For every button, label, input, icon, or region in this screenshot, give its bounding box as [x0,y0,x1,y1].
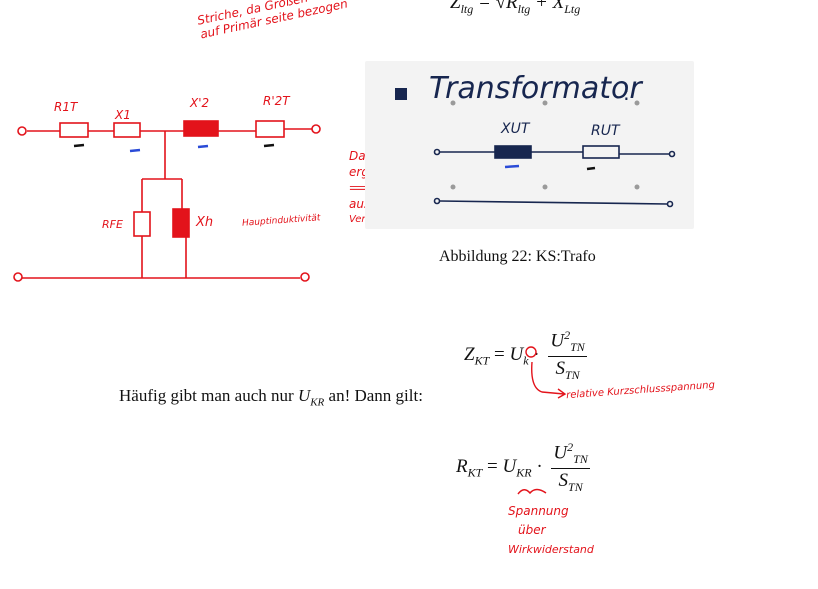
top-formula: Zltg = √Rltg + XLtg [450,0,581,17]
label-r1t: R1T [54,100,78,114]
photo-label-xut: XUT [501,121,530,137]
formula-zkt: ZKT = Uk · U2TN STN [464,328,587,382]
photo-label-rut: RUT [591,123,620,139]
circuit-diagram [13,120,321,282]
zkt-arrow [525,346,567,399]
inductor-x1 [113,122,141,138]
terminal-left-bottom [13,272,23,282]
terminal-right-bottom [300,272,310,282]
rkt-annotation: Spannung über Wirkwiderstand [508,504,594,556]
photo-colon: : [623,81,630,105]
photo-circuit [395,88,676,208]
label-x1: X1 [115,108,131,122]
terminal-right-top [311,124,321,134]
label-xh: Xh [196,215,214,230]
paragraph-text: Häufig gibt man auch nur UKR an! Dann gi… [119,386,423,409]
rkt-brace [517,488,547,495]
photo-title: Transformator [429,71,642,106]
resistor-r1t [59,122,89,138]
figure-caption: Abbildung 22: KS:Trafo [439,248,596,265]
figure-photo: Transformator : XUT RUT [365,61,694,229]
label-x2: X'2 [190,96,210,110]
resistor-r2t [255,120,285,138]
bullet-icon [395,88,407,100]
label-rfe: RFE [102,218,123,231]
formula-rkt: RKT = UKR · U2TN STN [456,440,590,494]
zkt-annotation: relative Kurzschlussspannung [565,379,716,402]
inductor-x2 [183,120,219,137]
inductor-xh [172,208,190,238]
resistor-rfe [133,211,151,237]
label-r2t: R'2T [263,94,290,108]
terminal-left-top [17,126,27,136]
